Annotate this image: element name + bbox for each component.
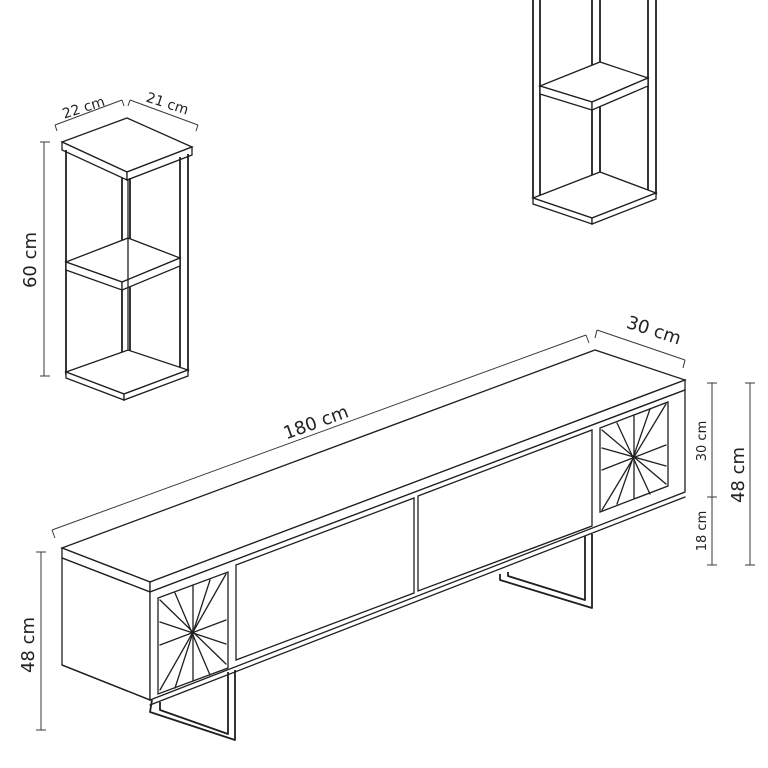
cabinet-length-label: 180 cm <box>281 401 352 444</box>
cabinet-height-right-label: 48 cm <box>728 447 749 503</box>
right-sliding-door[interactable] <box>417 429 593 592</box>
leg-right <box>499 534 593 609</box>
cabinet-height-left-label: 48 cm <box>18 617 39 673</box>
shelf-depth-label: 21 cm <box>144 90 190 119</box>
shelf-width-label: 22 cm <box>61 94 107 123</box>
shelf-unit-top <box>531 0 658 225</box>
shelf-height-label: 60 cm <box>20 232 41 288</box>
left-sliding-door[interactable] <box>235 497 415 661</box>
left-pattern <box>159 573 227 691</box>
cabinet-body-height-label: 30 cm <box>695 421 710 462</box>
leg-left <box>149 670 236 741</box>
right-pattern <box>601 403 667 511</box>
cabinet-leg-height-label: 18 cm <box>695 511 710 552</box>
cabinet-depth-label: 30 cm <box>624 312 684 349</box>
shelf-top <box>60 117 194 173</box>
shelf-unit-left <box>60 117 194 401</box>
tv-cabinet <box>60 349 687 741</box>
shelf-bottom <box>64 349 190 395</box>
tall-shelf-bottom <box>531 171 658 219</box>
